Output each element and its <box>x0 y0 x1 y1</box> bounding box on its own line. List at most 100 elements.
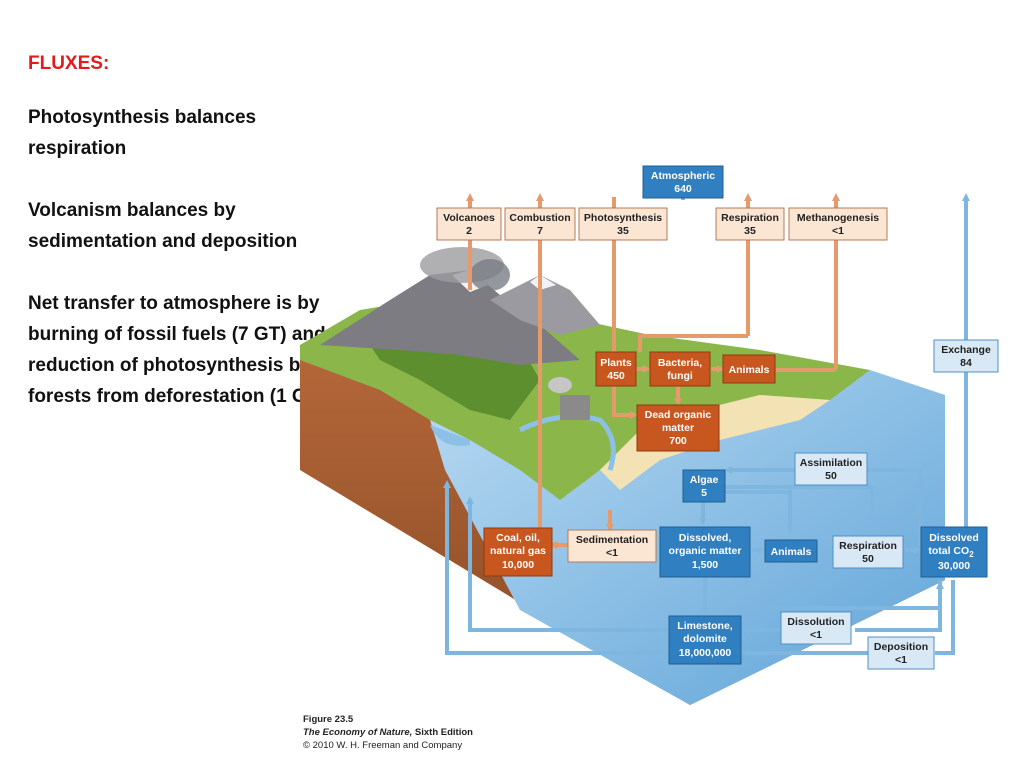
assimilation-box: Assimilation 50 <box>794 452 868 486</box>
respiration-value: 35 <box>744 225 756 237</box>
photosynthesis-label: Photosynthesis <box>584 212 662 224</box>
algae-label: Algae <box>690 474 719 486</box>
limestone-label2: dolomite <box>683 633 727 645</box>
volcano-smoke-top <box>470 259 510 291</box>
coal-box: Coal, oil, natural gas 10,000 <box>483 527 553 577</box>
flux-box-volcanoes: Volcanoes 2 <box>436 207 502 241</box>
methanogenesis-label: Methanogenesis <box>797 212 879 224</box>
dissolved-co2-value: 30,000 <box>938 560 970 572</box>
beach <box>600 395 830 490</box>
respiration-water-label: Respiration <box>839 540 897 552</box>
dissolved-co2-label2-text: total CO <box>928 545 969 557</box>
exchange-label: Exchange <box>941 344 991 356</box>
dissolved-co2-label: Dissolved <box>929 532 979 544</box>
limestone-loop-arrow <box>466 496 668 632</box>
dissolved-co2-subscript: 2 <box>969 550 974 559</box>
dissolved-co2-label2: total CO2 <box>928 545 974 559</box>
algae-value: 5 <box>701 487 707 499</box>
combustion-value: 7 <box>537 225 543 237</box>
volcanoes-value: 2 <box>466 225 472 237</box>
flux-box-photosynthesis: Photosynthesis 35 <box>578 207 668 241</box>
atmospheric-label: Atmospheric <box>651 170 715 182</box>
algae-animals-arrow <box>725 490 794 534</box>
respiration-link <box>638 334 748 352</box>
mountain-right <box>490 275 600 335</box>
snow-cap-right <box>530 275 556 290</box>
factory-smoke <box>548 377 572 393</box>
respiration-water-box: Respiration 50 <box>832 535 904 569</box>
flux-box-methanogenesis: Methanogenesis <1 <box>788 207 888 241</box>
combustion-label: Combustion <box>509 212 570 224</box>
plants-box: Plants 450 <box>595 351 637 387</box>
sedimentation-label: Sedimentation <box>576 534 648 546</box>
dead-organic-label: Dead organic <box>645 409 712 421</box>
figure-caption: Figure 23.5 The Economy of Nature, Sixth… <box>303 713 473 752</box>
copyright: © 2010 W. H. Freeman and Company <box>303 740 463 751</box>
dissolved-organic-label: Dissolved, <box>679 532 732 544</box>
ocean-arrows <box>443 193 970 657</box>
deposition-value: <1 <box>895 654 907 666</box>
fungi-label: fungi <box>667 370 693 382</box>
assimilation-label: Assimilation <box>800 457 862 469</box>
sedimentation-value: <1 <box>606 547 618 559</box>
dissolved-organic-label2: organic matter <box>669 545 742 557</box>
volcanoes-label: Volcanoes <box>443 212 495 224</box>
bacteria-label: Bacteria, <box>658 357 702 369</box>
plants-dead-arrow <box>612 386 638 419</box>
dead-organic-label2: matter <box>662 422 694 434</box>
flux-box-respiration: Respiration 35 <box>715 207 785 241</box>
plants-value: 450 <box>607 370 625 382</box>
co2-deposition-arrow <box>935 580 955 655</box>
dissolution-box: Dissolution <1 <box>780 611 852 645</box>
dead-organic-value: 700 <box>669 435 687 447</box>
algae-resp-arrow <box>725 485 876 534</box>
assimilation-value: 50 <box>825 470 837 482</box>
plants-label: Plants <box>600 357 632 369</box>
fluxes-heading: FLUXES: <box>28 53 110 74</box>
slide-text: FLUXES: Photosynthesis balances respirat… <box>28 52 328 412</box>
book-title: The Economy of Nature, <box>303 727 413 738</box>
dissolved-co2-box: Dissolved total CO2 30,000 <box>920 526 988 578</box>
methanogenesis-value: <1 <box>832 225 844 237</box>
deposition-label: Deposition <box>874 641 928 653</box>
assimilation-arrow <box>724 466 922 545</box>
animals-land-box: Animals <box>722 354 776 384</box>
photosynthesis-value: 35 <box>617 225 629 237</box>
net-transfer-note: Net transfer to atmosphere is by burning… <box>28 293 326 407</box>
dissolved-organic-box: Dissolved, organic matter 1,500 <box>659 526 751 578</box>
atmospheric-value: 640 <box>674 183 692 195</box>
limestone-outer-arrow <box>443 480 668 655</box>
dead-organic-box: Dead organic matter 700 <box>636 404 720 452</box>
coal-label2: natural gas <box>490 545 546 557</box>
deposition-box: Deposition <1 <box>867 636 935 670</box>
book-line: The Economy of Nature, Sixth Edition <box>303 726 473 739</box>
dissolution-label: Dissolution <box>787 616 844 628</box>
animals-water-label: Animals <box>771 546 812 558</box>
limestone-value: 18,000,000 <box>679 647 732 659</box>
dissolution-value: <1 <box>810 629 822 641</box>
respiration-water-value: 50 <box>862 553 874 565</box>
flux-box-combustion: Combustion 7 <box>504 207 576 241</box>
volcanism-note: Volcanism balances by sedimentation and … <box>28 200 298 252</box>
exchange-box: Exchange 84 <box>933 339 999 373</box>
animals-water-box: Animals <box>764 539 818 563</box>
respiration-label: Respiration <box>721 212 779 224</box>
coal-label: Coal, oil, <box>496 532 540 544</box>
figure-number: Figure 23.5 <box>303 714 354 725</box>
book-edition: Sixth Edition <box>412 727 473 738</box>
coal-value: 10,000 <box>502 559 534 571</box>
exchange-value: 84 <box>960 357 972 369</box>
factory <box>560 395 590 420</box>
animals-land-label: Animals <box>729 364 770 376</box>
photosynthesis-note: Photosynthesis balances respiration <box>28 107 257 159</box>
limestone-box: Limestone, dolomite 18,000,000 <box>668 615 742 665</box>
sedimentation-box: Sedimentation <1 <box>567 529 657 563</box>
dissolved-organic-value: 1,500 <box>692 559 718 571</box>
lake <box>430 425 470 446</box>
atmospheric-box: Atmospheric 640 <box>642 165 724 199</box>
algae-box: Algae 5 <box>682 469 726 503</box>
limestone-label: Limestone, <box>677 620 733 632</box>
mountain <box>320 270 580 365</box>
limestone-co2-arrow <box>740 581 944 610</box>
